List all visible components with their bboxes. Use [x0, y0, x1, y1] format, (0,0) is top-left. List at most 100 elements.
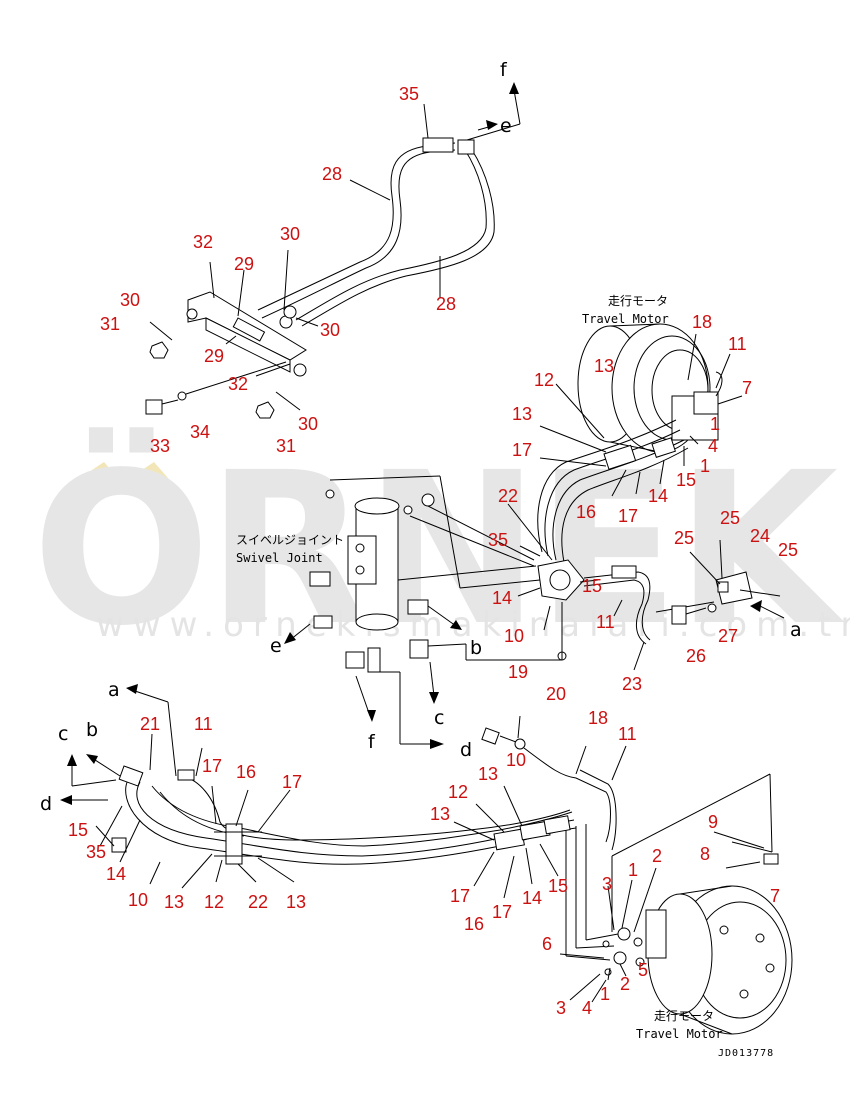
callout: 30: [298, 414, 318, 434]
swivel-joint-flange: [347, 535, 377, 585]
callout: 17: [512, 440, 532, 460]
callout: 31: [276, 436, 296, 456]
letter-c-left: c: [58, 723, 68, 745]
callout: 22: [248, 892, 268, 912]
callout: 1: [710, 414, 720, 434]
callout: 2: [652, 846, 662, 866]
callout: 27: [718, 626, 738, 646]
callout: 13: [478, 764, 498, 784]
drawing-code: JD013778: [718, 1048, 774, 1059]
callout: 19: [508, 662, 528, 682]
callout: 16: [236, 762, 256, 782]
callout: 8: [700, 844, 710, 864]
callout: 13: [164, 892, 184, 912]
washer-27: [707, 603, 717, 613]
callout: 2: [620, 974, 630, 994]
bolt-33-head: [145, 399, 163, 415]
callout: 5: [638, 960, 648, 980]
letter-d-mid: d: [460, 739, 472, 761]
fitting-left-upper: [309, 571, 331, 587]
callout: 13: [286, 892, 306, 912]
letter-c-mid: c: [434, 707, 444, 729]
callout: 1: [628, 860, 638, 880]
callout: 1: [600, 984, 610, 1004]
callout: 1: [700, 456, 710, 476]
travel-motor-lower-jp: 走行モータ: [654, 1009, 714, 1023]
callout: 15: [676, 470, 696, 490]
callout: 15: [582, 576, 602, 596]
elbow-fitting-top: [457, 139, 475, 155]
swivel-joint-label-jp: スイベルジョイント: [236, 533, 344, 547]
travel-motor-lower-en: Travel Motor: [636, 1027, 723, 1041]
letter-a-left: a: [108, 679, 120, 701]
callout: 6: [542, 934, 552, 954]
fitting-d: [367, 647, 381, 673]
callout: 11: [194, 714, 213, 734]
callout: 29: [204, 346, 224, 366]
callout: 17: [492, 902, 512, 922]
callout: 32: [193, 232, 213, 252]
watermark: ÖRNEK www.ornekismakinalari.com.tr: [32, 426, 850, 672]
callout: 24: [750, 526, 770, 546]
letter-b-left: b: [86, 719, 98, 741]
watermark-accent-left: [80, 462, 118, 478]
washer-34: [177, 391, 187, 401]
callout: 14: [522, 888, 542, 908]
hose-fitting-top: [422, 137, 454, 153]
nut-31-left: [149, 341, 169, 359]
callout: 29: [234, 254, 254, 274]
clamp-22: [225, 823, 243, 865]
fitting-f: [345, 651, 365, 669]
callout: 17: [450, 886, 470, 906]
callout: 33: [150, 436, 170, 456]
washer-20: [514, 738, 526, 750]
fitting-c: [409, 639, 429, 659]
callout: 7: [742, 378, 752, 398]
swivel-joint-assembly: スイベルジョイント Swivel Joint: [236, 383, 785, 749]
callout: 35: [86, 842, 106, 862]
hose-assembly-bottom: 走行モータ Travel Motor: [60, 684, 793, 1041]
callout: 4: [708, 436, 718, 456]
callout: 12: [448, 782, 468, 802]
callout: 34: [190, 422, 210, 442]
callout: 31: [100, 314, 120, 334]
fitting-e: [313, 615, 333, 629]
callout: 7: [770, 886, 780, 906]
elbow-7: [763, 853, 779, 865]
callout: 12: [204, 892, 224, 912]
callout: 14: [106, 864, 126, 884]
travel-motor-upper-jp: 走行モータ: [608, 294, 668, 308]
callout: 12: [534, 370, 554, 390]
callout: 25: [778, 540, 798, 560]
callout: 17: [282, 772, 302, 792]
callout: 18: [692, 312, 712, 332]
callout: 32: [228, 374, 248, 394]
callout: 25: [720, 508, 740, 528]
callout: 17: [202, 756, 222, 776]
callout: 3: [602, 874, 612, 894]
letter-f-top: f: [500, 59, 508, 81]
letter-d-left: d: [40, 793, 52, 815]
letter-f-mid: f: [368, 731, 376, 753]
callout: 13: [430, 804, 450, 824]
callout: 16: [464, 914, 484, 934]
travel-motor-upper: 走行モータ Travel Motor: [577, 294, 743, 453]
callout: 35: [399, 84, 419, 104]
watermark-url: www.ornekismakinalari.com.tr: [96, 605, 850, 645]
callout: 25: [674, 528, 694, 548]
callout: 14: [492, 588, 512, 608]
nut-31-right: [255, 401, 275, 419]
callout: 16: [576, 502, 596, 522]
callout: 11: [728, 334, 747, 354]
motor-valve-block-lower: [645, 909, 667, 959]
fitting-b: [407, 599, 429, 615]
callout: 3: [556, 998, 566, 1018]
callout: 10: [128, 890, 148, 910]
callout: 17: [618, 506, 638, 526]
callout: 10: [504, 626, 524, 646]
callout: 18: [588, 708, 608, 728]
watermark-accent-right: [130, 462, 168, 478]
callout: 13: [594, 356, 614, 376]
